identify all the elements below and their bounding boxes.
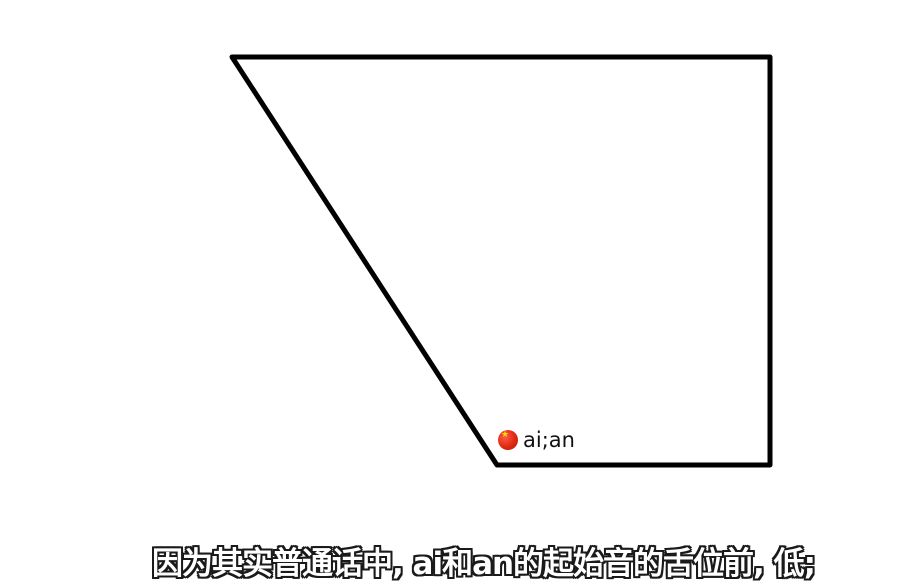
china-flag-icon: ★	[498, 430, 518, 450]
subtitle-bar: 因为其实普通话中, ai和an的起始音的舌位前, 低;	[0, 538, 922, 583]
vowel-position-marker: ★ ai;an	[498, 428, 575, 452]
vowel-trapezoid-outline	[229, 54, 773, 468]
subtitle-text: 因为其实普通话中, ai和an的起始音的舌位前, 低;	[151, 545, 817, 583]
marker-label: ai;an	[523, 428, 575, 452]
